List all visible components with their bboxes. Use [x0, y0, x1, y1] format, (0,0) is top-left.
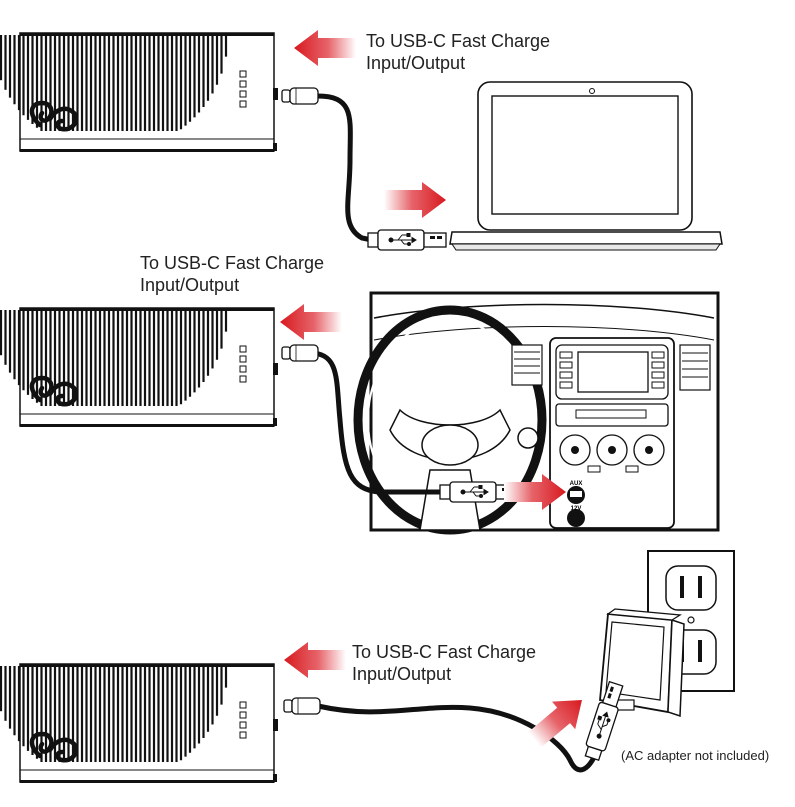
label-line-2: Input/Output — [352, 664, 452, 684]
cable — [315, 93, 375, 243]
usb-a-plug-icon — [367, 229, 447, 251]
arrow-icon — [284, 642, 346, 678]
label-line-1: To USB-C Fast Charge — [366, 31, 551, 51]
scene-laptop — [0, 30, 723, 251]
label-line-2: Input/Output — [140, 275, 240, 295]
arrow-icon — [294, 30, 356, 66]
scene-3-label: To USB-C Fast Charge Input/Output — [352, 641, 536, 685]
arrow-icon — [528, 700, 582, 748]
label-line-2: Input/Output — [366, 53, 466, 73]
scene-2-label: To USB-C Fast Charge Input/Output — [140, 252, 324, 296]
12v-port-label: 12V — [571, 506, 582, 512]
laptop-icon — [449, 81, 723, 251]
arrow-icon — [280, 304, 342, 340]
ac-adapter-note: (AC adapter not included) — [621, 748, 770, 763]
label-line-1: To USB-C Fast Charge — [140, 253, 325, 273]
power-bank-icon — [0, 308, 278, 427]
usb-c-plug-icon — [281, 87, 319, 105]
label-line-1: To USB-C Fast Charge — [352, 642, 537, 662]
usb-c-plug-icon — [283, 697, 321, 715]
scene-wall — [0, 550, 735, 783]
cable — [307, 350, 447, 495]
cable — [315, 703, 601, 773]
usb-c-plug-icon — [281, 344, 319, 362]
power-bank-icon — [0, 664, 278, 783]
aux-port-label: AUX — [570, 481, 583, 487]
scene-car: AUX 12V — [0, 291, 720, 535]
arrow-icon — [384, 182, 446, 218]
scene-1-label: To USB-C Fast Charge Input/Output — [366, 30, 550, 74]
power-bank-icon — [0, 33, 278, 152]
